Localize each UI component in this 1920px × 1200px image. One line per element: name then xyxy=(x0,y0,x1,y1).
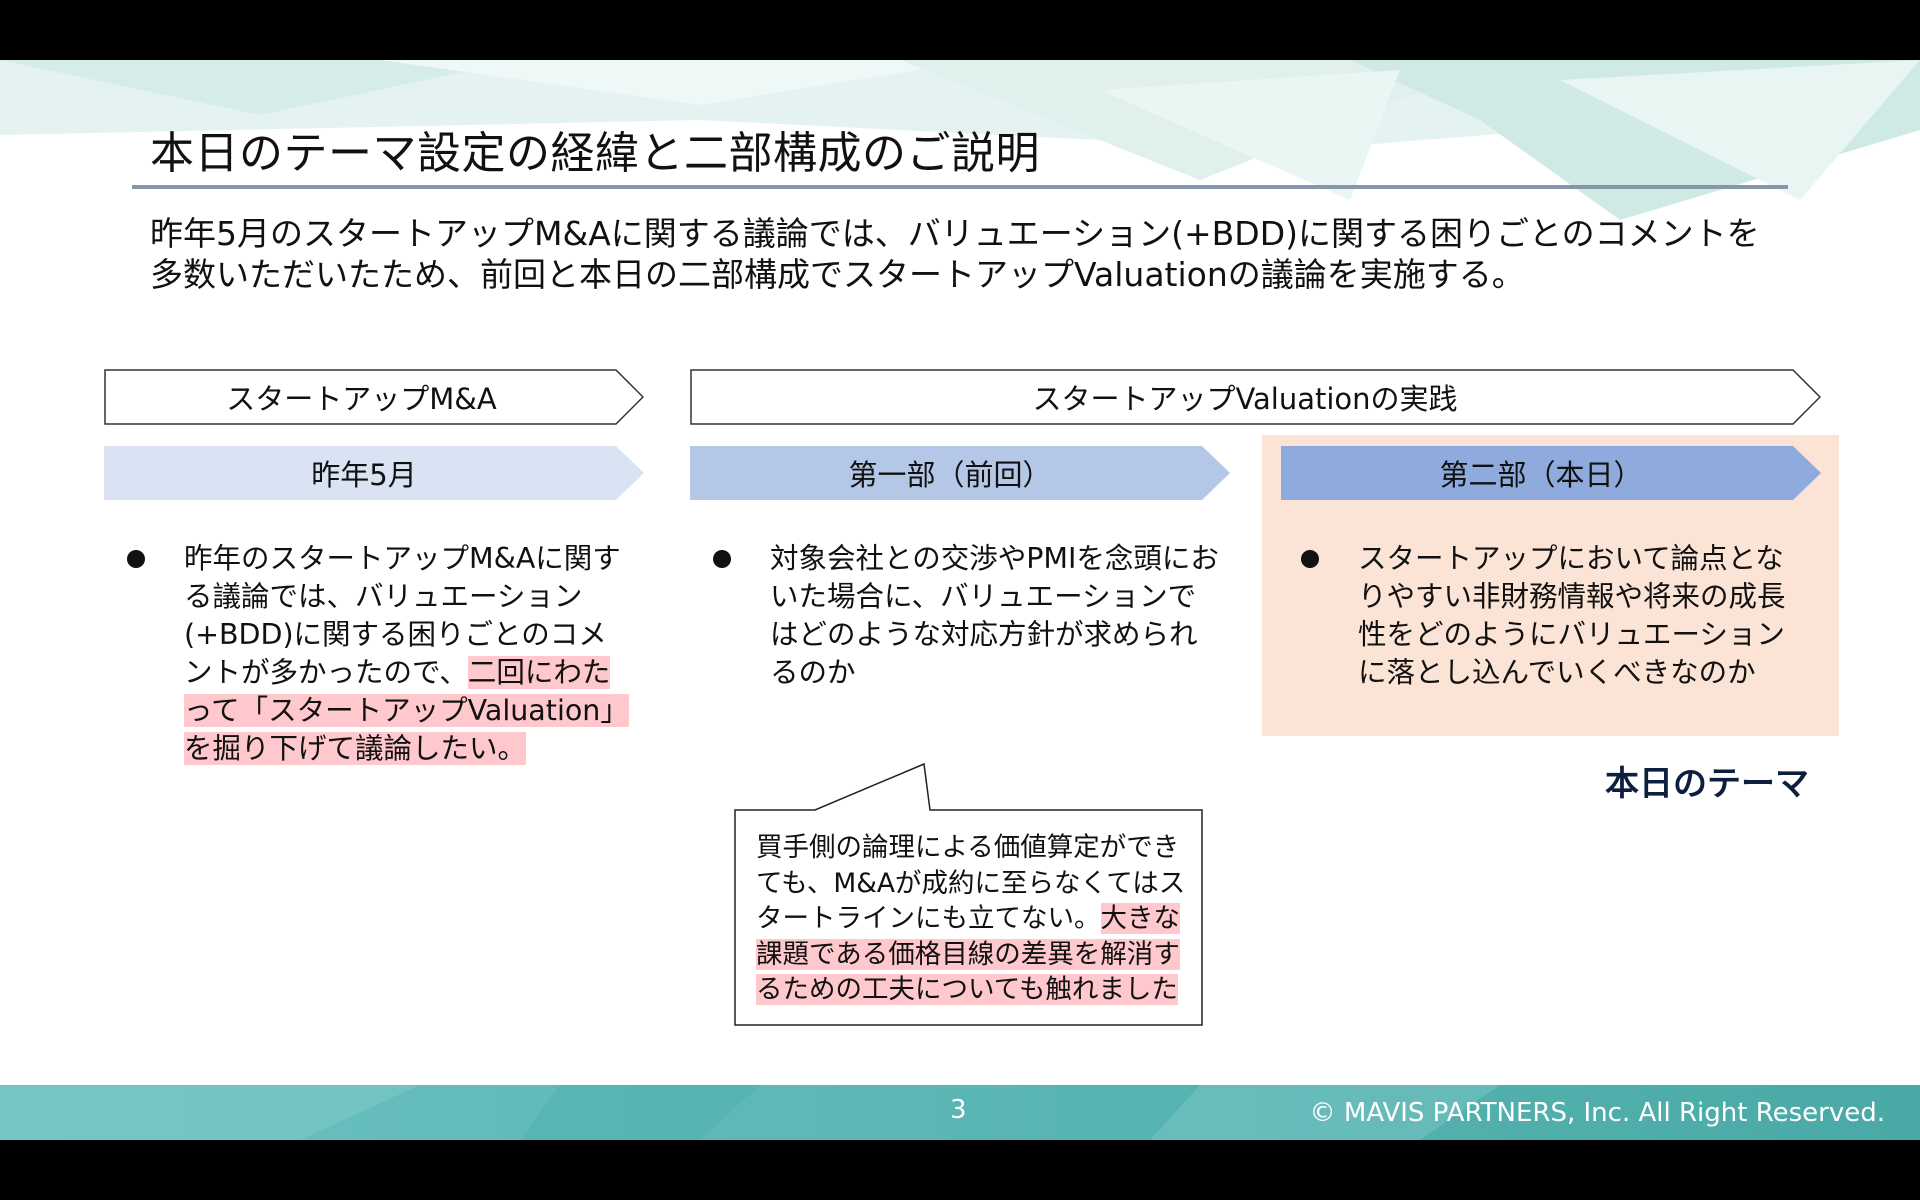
header-chevron-label: スタートアップValuationの実践 xyxy=(1032,382,1458,416)
page-number: 3 xyxy=(950,1095,967,1125)
header-chevron-valuation-practice: スタートアップValuationの実践 xyxy=(690,369,1821,425)
intro-text: 昨年5月のスタートアップM&Aに関する議論では、バリュエーション(+BDD)に関… xyxy=(150,214,1760,294)
callout-text-plain: 買手側の論理による価値算定ができても、M&Aが成約に至らなくてはスタートラインに… xyxy=(756,832,1186,934)
bullet-dot xyxy=(713,550,731,568)
copyright-text: © MAVIS PARTNERS, Inc. All Right Reserve… xyxy=(1309,1098,1885,1128)
background-decoration xyxy=(0,60,1920,220)
column-text: 昨年のスタートアップM&Aに関する議論では、バリュエーション(+BDD)に関する… xyxy=(184,540,634,768)
header-chevron-startup-ma: スタートアップM&A xyxy=(104,369,644,425)
page-title: 本日のテーマ設定の経緯と二部構成のご説明 xyxy=(150,128,1040,179)
column-text-plain: 昨年のスタートアップM&Aに関する議論では、バリュエーション(+BDD)に関する… xyxy=(184,542,621,689)
title-divider xyxy=(132,185,1788,189)
bullet-dot xyxy=(127,550,145,568)
header-chevron-label: スタートアップM&A xyxy=(226,382,497,416)
column-text-plain: 対象会社との交渉やPMIを念頭においた場合に、バリュエーションではどのような対応… xyxy=(770,542,1219,689)
speech-bubble-callout: 買手側の論理による価値算定ができても、M&Aが成約に至らなくてはスタートラインに… xyxy=(734,702,1204,1027)
phase-chevron-part-one: 第一部（前回） xyxy=(690,446,1230,500)
column-text: スタートアップにおいて論点となりやすい非財務情報や将来の成長性をどのようにバリュ… xyxy=(1358,540,1808,692)
phase-chevron-part-two: 第二部（本日） xyxy=(1281,446,1821,500)
slide: 本日のテーマ設定の経緯と二部構成のご説明 昨年5月のスタートアップM&Aに関する… xyxy=(0,60,1920,1140)
callout-text-highlight: 大きな課題である価格目線の差異を解消するための工夫についても触れました xyxy=(756,903,1180,1005)
column-text: 対象会社との交渉やPMIを念頭においた場合に、バリュエーションではどのような対応… xyxy=(770,540,1220,692)
phase-label: 昨年5月 xyxy=(311,458,417,492)
column-text-plain: スタートアップにおいて論点となりやすい非財務情報や将来の成長性をどのようにバリュ… xyxy=(1358,542,1786,689)
footer-decoration xyxy=(0,1085,1500,1140)
today-theme-label: 本日のテーマ xyxy=(1605,764,1809,804)
footer-bar: 3 © MAVIS PARTNERS, Inc. All Right Reser… xyxy=(0,1085,1920,1140)
callout-text: 買手側の論理による価値算定ができても、M&Aが成約に至らなくてはスタートラインに… xyxy=(756,830,1196,1008)
phase-label: 第二部（本日） xyxy=(1439,458,1643,492)
phase-chevron-last-may: 昨年5月 xyxy=(104,446,644,500)
bullet-dot xyxy=(1301,550,1319,568)
phase-label: 第一部（前回） xyxy=(848,458,1052,492)
